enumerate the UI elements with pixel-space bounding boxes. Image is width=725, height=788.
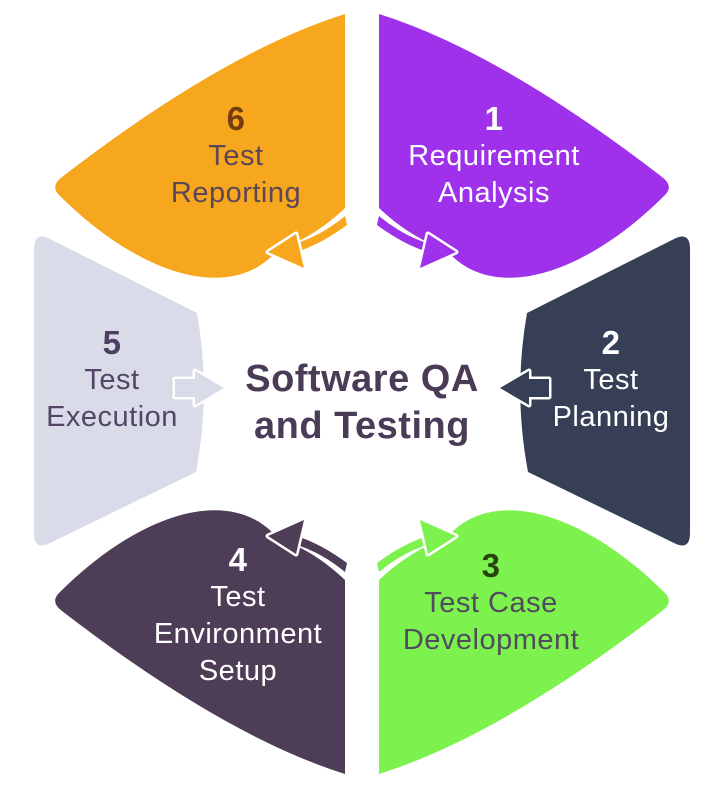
petal-5-arrow-right-icon — [172, 368, 227, 408]
petal-1-arrowhead-icon — [417, 231, 459, 271]
center-title-line-2: and Testing — [254, 405, 470, 447]
petal-2-body — [520, 236, 690, 546]
petal-6-arrowhead-icon — [265, 231, 307, 271]
petal-3-body — [379, 510, 669, 774]
petal-shape-1-requirement-analysis — [377, 14, 669, 278]
petal-4-body — [55, 510, 345, 774]
petal-1-body — [379, 14, 669, 278]
petal-5-body — [34, 236, 204, 546]
center-title-line-1: Software QA — [245, 358, 479, 400]
petal-4-arrowhead-icon — [265, 517, 307, 557]
petal-shape-2-test-planning — [497, 236, 690, 546]
petal-shape-5-test-execution — [34, 236, 227, 546]
petal-3-arrowhead-icon — [417, 517, 459, 557]
petal-shape-6-test-reporting — [55, 14, 347, 278]
petal-6-body — [55, 14, 345, 278]
center-title: Software QA and Testing — [212, 356, 512, 450]
petal-2-arrow-left-icon — [497, 368, 552, 408]
petal-shape-4-test-environment-setup — [55, 510, 347, 774]
petal-shape-3-test-case-development — [377, 510, 669, 774]
